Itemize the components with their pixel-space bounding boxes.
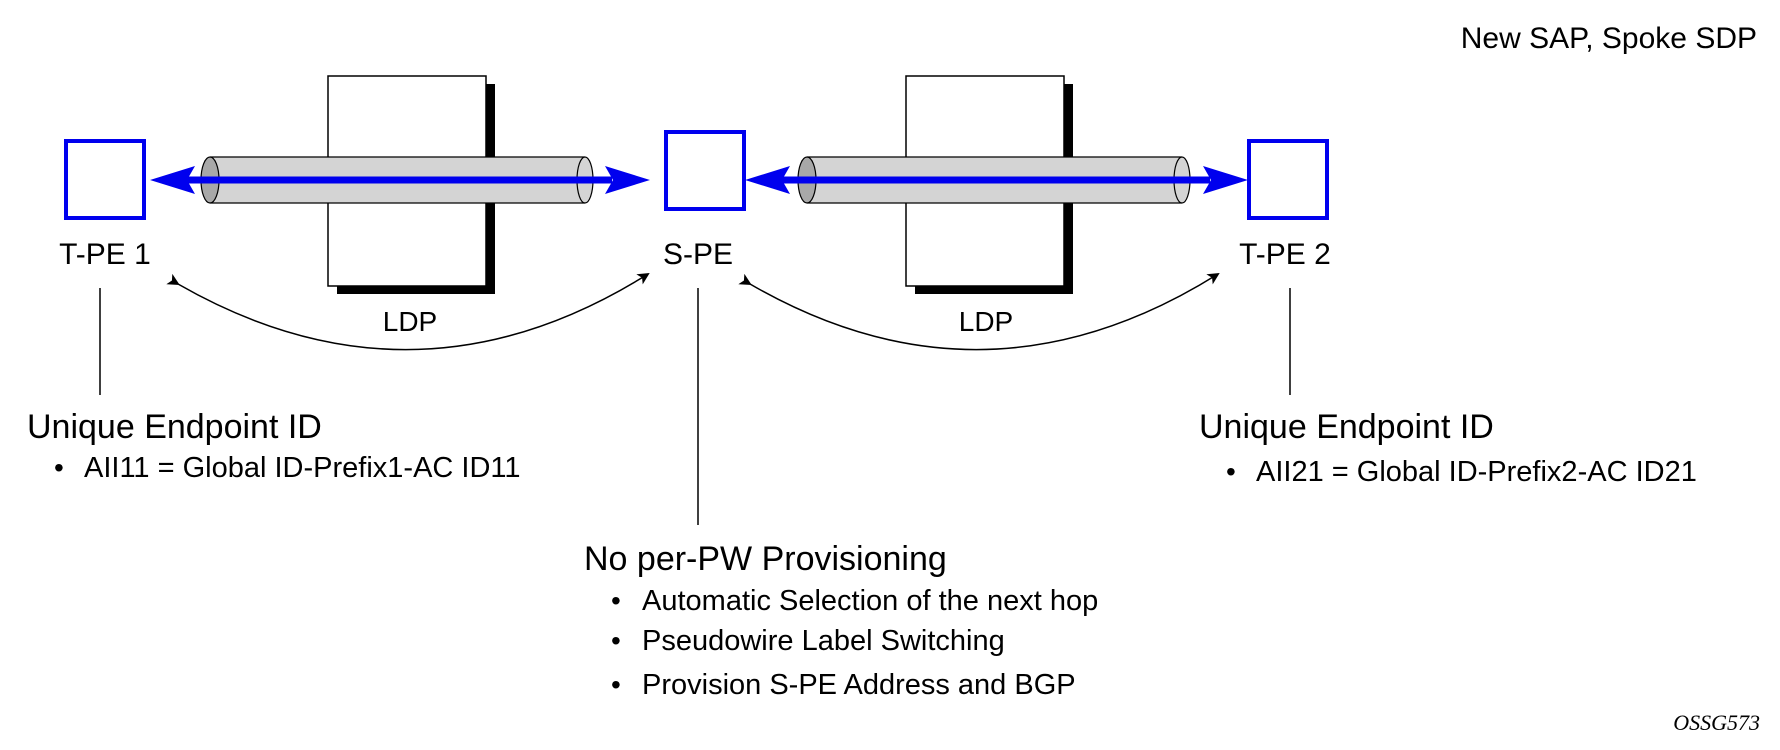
left-ldp-label: LDP: [383, 306, 437, 337]
right-info-title: Unique Endpoint ID: [1199, 408, 1494, 446]
center-info-item: Automatic Selection of the next hop: [642, 585, 1098, 617]
left-pseudowire-arrow: [150, 166, 650, 194]
tpe1-node: [64, 139, 146, 220]
left-info-title: Unique Endpoint ID: [27, 408, 322, 446]
figure-id: OSSG573: [1673, 710, 1760, 735]
left-ldp-session-arc: [166, 272, 650, 351]
center-info-item: Pseudowire Label Switching: [642, 625, 1005, 657]
right-ldp-session-arc: [738, 272, 1220, 351]
right-info-bullet: •: [1226, 456, 1236, 487]
right-info-item: AII21 = Global ID-Prefix2-AC ID21: [1256, 456, 1697, 488]
center-info-bullet: •: [611, 625, 621, 656]
center-info-title: No per-PW Provisioning: [584, 540, 947, 578]
spe-label: S-PE: [663, 238, 733, 271]
center-info-bullet: •: [611, 669, 621, 700]
tpe2-node: [1247, 139, 1329, 220]
left-info-bullet: •: [54, 452, 64, 483]
right-ldp-label: LDP: [959, 306, 1013, 337]
center-info-bullet: •: [611, 585, 621, 616]
header-note: New SAP, Spoke SDP: [1461, 22, 1757, 55]
left-info-item: AII11 = Global ID-Prefix1-AC ID11: [84, 452, 521, 484]
tpe2-label: T-PE 2: [1239, 238, 1331, 271]
right-pseudowire-arrow: [745, 166, 1248, 194]
center-info-item: Provision S-PE Address and BGP: [642, 669, 1076, 701]
spe-node: [664, 130, 746, 211]
tpe1-label: T-PE 1: [59, 238, 151, 271]
